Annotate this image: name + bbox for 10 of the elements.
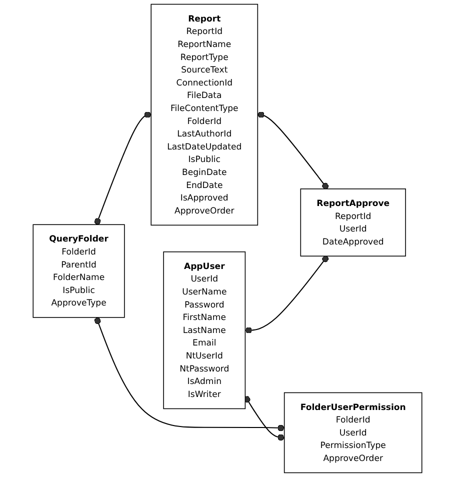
node-box: ReportApprove ReportId UserId DateApproved (300, 188, 406, 256)
node-box: QueryFolder FolderId ParentId FolderName IsPublic ApproveType (32, 224, 125, 318)
connector (94, 317, 284, 432)
connector (245, 256, 329, 334)
node-box: AppUser UserId UserName Password FirstName LastName Email NtUserId NtPassword IsAdmin IsWriter (163, 251, 246, 410)
node-box: Report ReportId ReportName ReportType SourceText ConnectionId FileData FileContentType FolderId LastAuthorId LastDateUpdated IsPublic BeginDate EndDate IsApproved ApproveOrder (150, 4, 258, 226)
connector (258, 111, 329, 190)
connector (94, 111, 152, 225)
node-box: FolderUserPermission FolderId UserId PermissionType ApproveOrder (284, 392, 422, 474)
connector (244, 396, 284, 441)
